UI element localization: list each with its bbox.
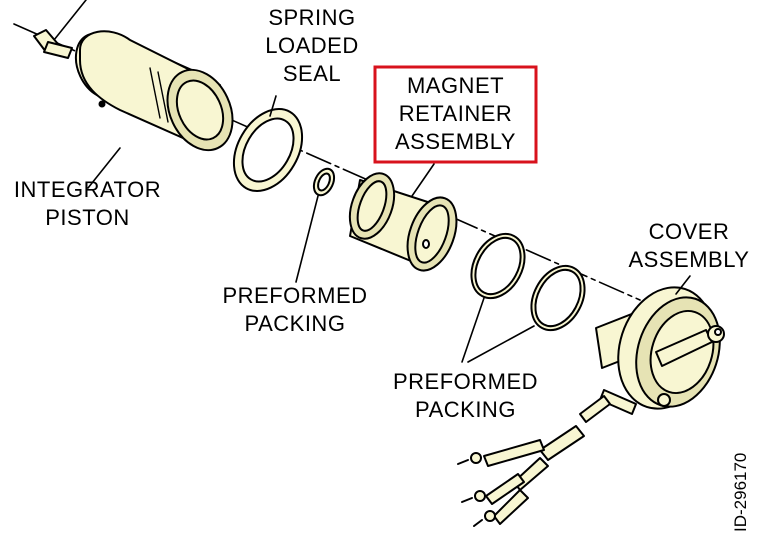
label-preformed-packing-1: PREFORMED PACKING [222,283,368,336]
label-cover-assembly: COVER ASSEMBLY [628,219,750,272]
label-spring-loaded-seal: SPRING LOADED SEAL [265,5,359,86]
highlight-box [373,65,538,164]
label-preformed-packing-2: PREFORMED PACKING [392,369,539,422]
cover-assembly-part [595,275,725,410]
wire-harness-part [457,389,637,527]
spring-loaded-seal-part [232,95,304,192]
integrator-piston-part [74,30,234,189]
figure-id: ID-296170 [731,452,750,532]
magnet-retainer-part [348,163,458,272]
screw-part [33,0,87,59]
preformed-packing-small-part [295,167,336,283]
label-integrator-piston: INTEGRATOR PISTON [13,177,162,230]
label-magnet-retainer-assembly: MAGNET RETAINER ASSEMBLY [395,73,516,154]
preformed-packing-large-parts [461,232,586,363]
